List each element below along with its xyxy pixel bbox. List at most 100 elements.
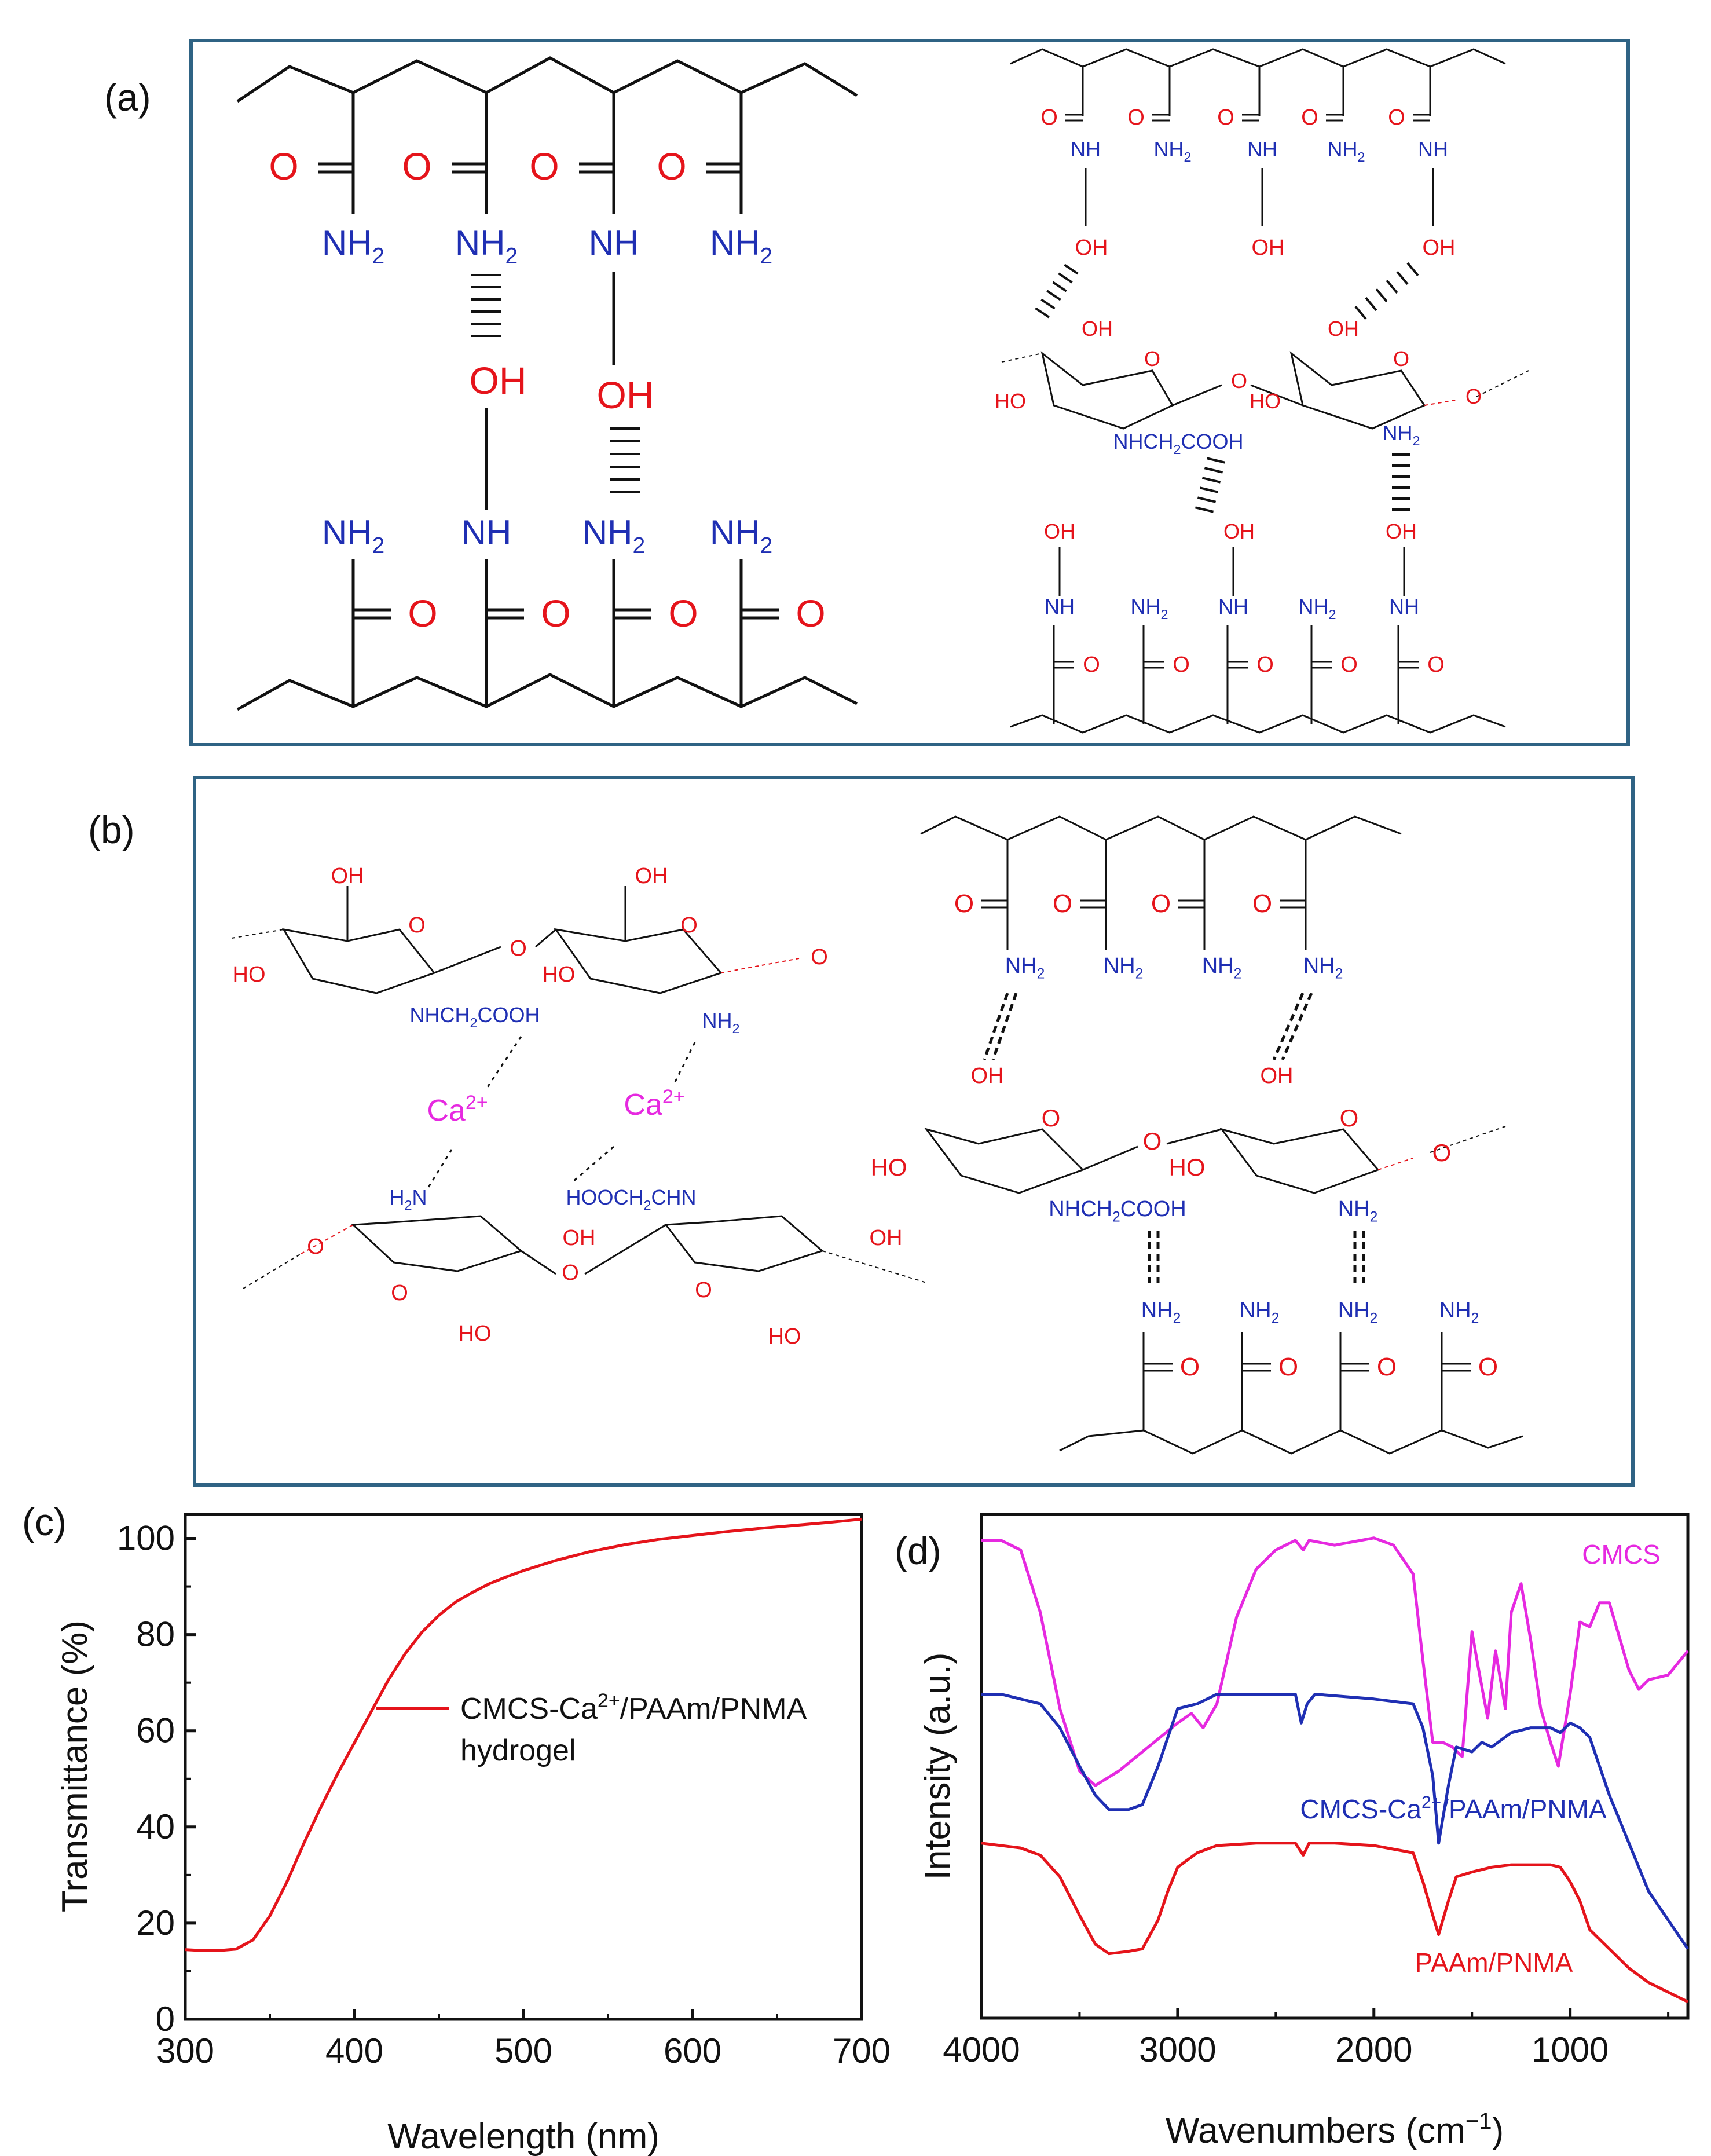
carbonyl-oxygen: O [1340,653,1358,677]
ring-oxygen: O [680,913,698,938]
carbonyl-oxygen: O [1377,1353,1397,1381]
panel-label-a: (a) [104,76,151,119]
bond-line [485,1036,522,1089]
hydroxyl-group: OH [1261,1064,1294,1088]
transmittance-line [185,1517,862,1952]
amine-group: NH2 [1153,137,1191,164]
x-tick-label: 700 [833,2031,891,2070]
hydroxyl-group: HO [1169,1154,1206,1181]
bond-line [243,1253,302,1289]
hydrogen-bond-dash [1046,290,1061,301]
amine-group: NH2 [1382,421,1420,448]
x-tick-label: 1000 [1532,2030,1609,2069]
hydrogen-bond-dash [1035,307,1050,319]
carboxymethyl-amine: NHCH2COOH [1049,1197,1186,1225]
bond-line [1424,399,1460,406]
bond-line [573,1145,614,1183]
x-tick-label: 400 [325,2031,383,2070]
ring-oxygen: O [1042,1104,1061,1132]
series-label-cmcs: CMCS [1582,1539,1660,1569]
bond-line [1281,993,1313,1060]
hydrogen-bond-dash [1197,496,1217,503]
y-tick-label: 60 [136,1711,175,1750]
y-tick-label: 40 [136,1807,175,1846]
hydroxyl-group: OH [1423,236,1456,260]
carbonyl-oxygen: O [1388,105,1405,130]
carbonyl-oxygen: O [1083,653,1100,677]
carboxymethyl-amine: NHCH2COOH [409,1003,540,1030]
carbonyl-oxygen: O [541,592,570,635]
calcium-ion: Ca2+ [624,1086,684,1122]
bond-line [991,993,1018,1060]
amine-group: NH2 [1327,137,1365,164]
amine-group: NH2 [710,224,772,269]
carbonyl-oxygen: O [1173,653,1190,677]
amine-group: NH [1418,137,1448,161]
amine-group: NH [1045,595,1075,618]
ring-oxygen: O [307,1235,324,1259]
carbonyl-oxygen: O [1478,1353,1498,1381]
amine-group: NH2 [582,513,645,558]
bond-line [1082,1145,1138,1171]
amine-group: NH2 [710,513,772,558]
amine-group: NH2 [1338,1298,1378,1327]
carbonyl-oxygen: O [1301,105,1318,130]
ring-oxygen: O [695,1278,712,1302]
glycosidic-oxygen: O [1143,1128,1162,1155]
bond-line [1377,1158,1413,1170]
bond-line [822,1250,927,1283]
bond-line [301,1224,354,1254]
hydroxyl-group: OH [870,1226,903,1250]
bond-line [434,946,501,974]
x-tick-label: 300 [156,2031,214,2070]
series-label-composite: CMCS-Ca2+/PAAm/PNMA [1300,1793,1607,1824]
chart-d-ylabel: Intensity (a.u.) [918,1653,958,1880]
glycosidic-oxygen: O [1231,369,1247,393]
polymer-backbone [920,815,1402,841]
hydroxyl-group: HO [768,1324,801,1349]
carbonyl-oxygen: O [657,145,686,188]
panel-label-b: (b) [88,808,135,851]
ring-oxygen: O [391,1281,408,1305]
carbonyl-oxygen: O [269,145,298,188]
hydroxyl-group: OH [1075,236,1108,260]
ring-oxygen: O [811,945,828,969]
bond-line [521,1250,556,1275]
ring-oxygen: O [1393,347,1409,371]
amine-group: NH2 [1104,954,1144,982]
calcium-ion: Ca2+ [427,1092,488,1128]
hydrogen-bond-dash [1195,506,1214,513]
bond-line [1250,384,1303,407]
hydroxyl-group: OH [563,1226,596,1250]
x-tick-label: 4000 [943,2030,1020,2069]
legend-label: CMCS-Ca2+/PAAm/PNMA [460,1690,807,1726]
amine-group: NH2 [1338,1197,1378,1225]
ftir-spectrum-line [981,1693,1690,1950]
x-tick-label: 2000 [1335,2030,1412,2069]
hydrogen-bond-dash [1052,281,1067,292]
ring-oxygen: O [1465,385,1482,408]
carbonyl-oxygen: O [1427,653,1445,677]
amine-group: NH [1247,137,1277,161]
hydrogen-bond-dash [1204,467,1223,474]
x-tick-label: 500 [494,2031,552,2070]
scheme-b-frame [193,776,1635,1487]
ftir-spectrum-line [981,1536,1689,1787]
amine-group: NH [461,513,512,552]
carbonyl-oxygen: O [402,145,431,188]
carbonyl-oxygen: O [1040,105,1058,130]
carbonyl-oxygen: O [954,890,974,918]
hydrogen-bond-dash [1064,263,1079,275]
hydrogen-bond-dash [1199,486,1219,493]
amine-group: NH2 [1141,1298,1181,1327]
hydroxyl-group: OH [1252,236,1285,260]
hydroxyl-group: HO [995,389,1026,413]
hydroxyl-group: OH [635,864,668,888]
carbonyl-oxygen: O [1252,890,1272,918]
hydroxyl-group: OH [1082,317,1113,341]
carbonyl-oxygen: O [668,592,698,635]
amine-group: NH2 [322,513,384,558]
x-tick-label: 600 [664,2031,721,2070]
bond-line [584,1224,666,1275]
